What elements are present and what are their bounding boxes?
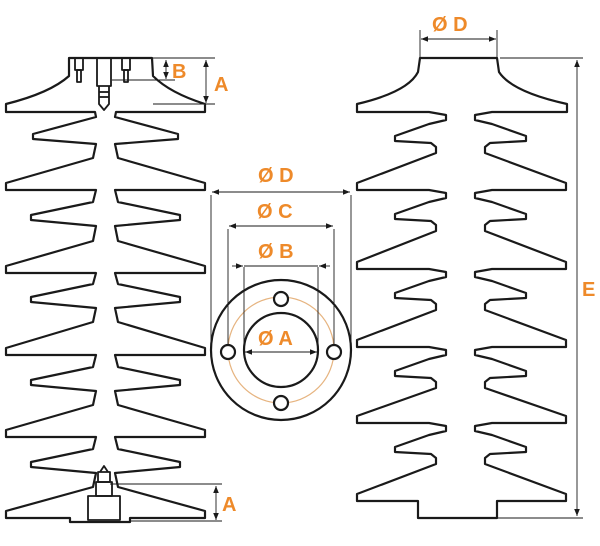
label-center-a: Ø A (258, 328, 293, 350)
bolt-hole-top (272, 290, 290, 308)
label-left-bottom-a: A (222, 494, 236, 516)
label-center-c: Ø C (257, 201, 293, 223)
bolt-hole-left (219, 343, 237, 361)
bolt-hole-bottom (272, 394, 290, 412)
bottom-bolt-fitting (87, 465, 121, 521)
flange-inner-bore (242, 311, 320, 389)
right-insulator-body (355, 56, 569, 520)
insulator-side-view-right (355, 30, 583, 520)
label-left-top-b: B (172, 61, 186, 83)
label-right-d: Ø D (432, 14, 468, 36)
top-bolt-fittings (74, 57, 131, 111)
left-insulator-body (4, 56, 207, 524)
label-left-top-a: A (214, 74, 228, 96)
label-center-b: Ø B (258, 241, 294, 263)
bolt-hole-right (325, 343, 343, 361)
label-center-d: Ø D (258, 165, 294, 187)
label-right-e: E (582, 279, 595, 301)
insulator-side-view-left (4, 56, 222, 524)
flange-top-view (209, 189, 353, 422)
